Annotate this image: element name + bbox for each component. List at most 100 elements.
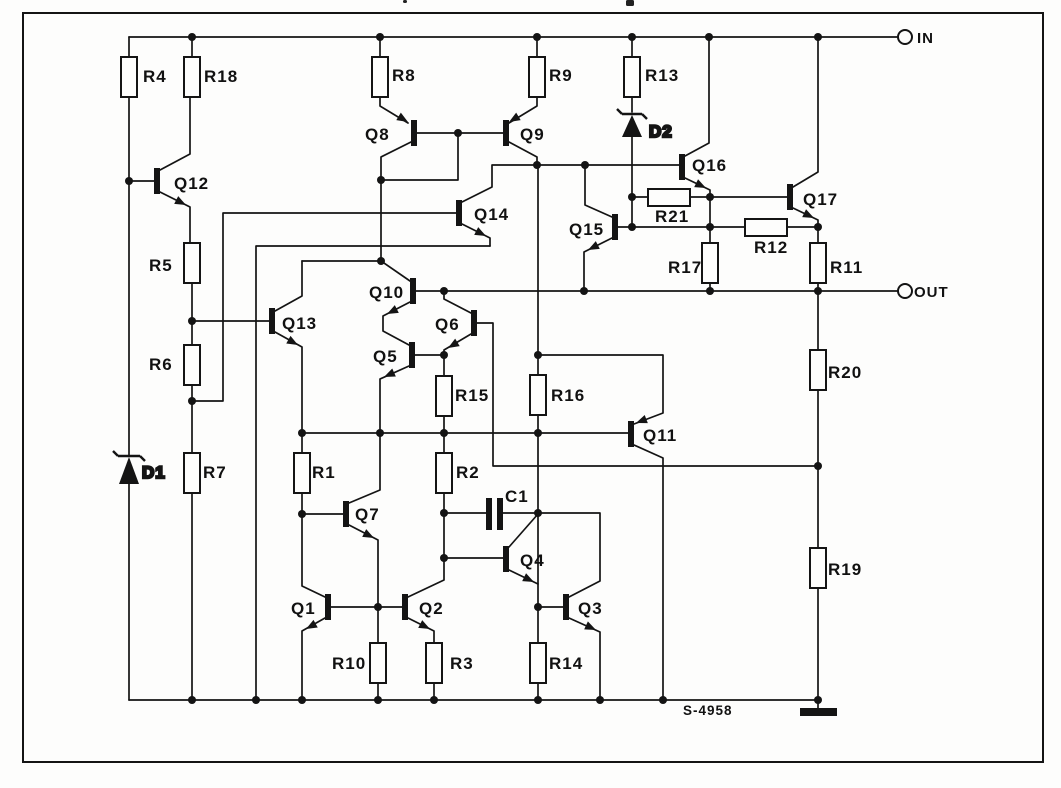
emitter-arrow <box>448 338 460 348</box>
wire-q6-base-run <box>476 322 819 467</box>
junction-dot <box>440 287 448 295</box>
wire-q7-collector <box>348 432 381 504</box>
wire-q7-emitter <box>348 524 379 608</box>
wire-base-node-link <box>380 132 459 181</box>
transistor-Q9: Q9 <box>503 120 544 146</box>
label-Q17: Q17 <box>803 190 838 209</box>
resistor-body-R8 <box>371 56 389 98</box>
resistor-body-R1 <box>293 452 311 494</box>
resistor-body-R21 <box>647 188 691 207</box>
label-Q16: Q16 <box>692 156 727 175</box>
zener-hook-D2 <box>616 108 623 115</box>
wire-q15-collector <box>584 164 613 218</box>
anode-triangle-D2 <box>622 115 642 137</box>
label-Q3: Q3 <box>578 599 603 618</box>
resistor-R10: R10 <box>332 642 387 684</box>
label-R15: R15 <box>455 386 489 405</box>
junction-dot <box>188 696 196 704</box>
junction-dot <box>533 161 541 169</box>
wire-q1-emitter <box>301 617 326 701</box>
wire-q11-emitter-run <box>537 354 664 425</box>
resistor-R16: R16 <box>529 374 585 416</box>
junction-dot <box>706 223 714 231</box>
junction-dot <box>188 397 196 405</box>
wire-q17-collector <box>792 36 819 188</box>
label-R3: R3 <box>450 654 474 673</box>
wire-q12-emitter <box>159 191 191 244</box>
resistor-R12: R12 <box>744 218 788 257</box>
transistor-Q11: Q11 <box>628 421 676 447</box>
wire-q2-emitter <box>407 617 435 644</box>
resistor-R17: R17 <box>668 242 719 284</box>
junction-dot <box>377 176 385 184</box>
base-bar-Q2 <box>402 594 408 620</box>
emitter-arrow <box>306 619 318 629</box>
wire-q3-emitter <box>568 617 601 701</box>
emitter-arrow <box>362 529 374 538</box>
label-out-terminal: OUT <box>914 284 949 301</box>
resistor-R13: R13 <box>623 56 679 98</box>
junction-dot <box>659 696 667 704</box>
base-bar-Q10 <box>410 278 416 304</box>
label-R13: R13 <box>645 66 679 85</box>
emitter-arrow <box>396 112 408 122</box>
drawing-number: S-4958 <box>683 703 733 718</box>
zener-hook-D2 <box>641 113 648 120</box>
resistor-R4: R4 <box>120 56 166 98</box>
wire-q5-emitter <box>379 365 410 434</box>
label-R8: R8 <box>392 66 416 85</box>
junction-dot <box>454 129 462 137</box>
label-R11: R11 <box>830 258 863 277</box>
junction-dot <box>814 462 822 470</box>
wire-q12-collector <box>159 96 191 171</box>
transistor-Q3: Q3 <box>563 594 603 620</box>
label-Q7: Q7 <box>355 505 380 524</box>
emitter-arrow <box>384 368 396 377</box>
resistor-R21: R21 <box>647 188 691 226</box>
label-R12: R12 <box>754 238 788 257</box>
junction-dot <box>374 696 382 704</box>
transistor-Q15: Q15 <box>569 214 618 240</box>
resistor-body-R9 <box>528 56 546 98</box>
label-R16: R16 <box>551 386 585 405</box>
label-R6: R6 <box>149 355 173 374</box>
wire-q14-collector <box>461 164 538 203</box>
base-bar-Q5 <box>409 342 415 368</box>
label-R1: R1 <box>312 463 336 482</box>
zener-diode-D2: D2 <box>616 108 673 142</box>
resistor-body-R14 <box>529 642 547 684</box>
junction-dot <box>580 287 588 295</box>
resistor-R3: R3 <box>425 642 474 684</box>
junction-dot <box>814 696 822 704</box>
resistor-R15: R15 <box>435 375 489 417</box>
emitter-arrow <box>509 112 521 122</box>
resistor-body-R15 <box>435 375 453 417</box>
resistor-R5: R5 <box>149 242 201 284</box>
label-R9: R9 <box>549 66 573 85</box>
resistor-body-R11 <box>809 242 827 284</box>
base-bar-Q14 <box>456 200 462 226</box>
wire-q3-collector <box>537 512 601 598</box>
junction-dot <box>596 696 604 704</box>
junction-dot <box>440 351 448 359</box>
base-bar-Q6 <box>471 310 477 336</box>
transistor-Q2: Q2 <box>402 594 443 620</box>
resistor-R8: R8 <box>371 56 416 98</box>
junction-dot <box>188 317 196 325</box>
base-bar-Q11 <box>628 421 634 447</box>
transistor-Q17: Q17 <box>787 184 838 210</box>
wire-q14-base-run <box>191 212 457 402</box>
resistor-body-R3 <box>425 642 443 684</box>
junction-dot <box>534 429 542 437</box>
base-bar-Q17 <box>787 184 793 210</box>
resistor-body-R18 <box>183 56 201 98</box>
resistor-body-R6 <box>183 344 201 386</box>
resistor-body-R16 <box>529 374 547 416</box>
capacitor-C1: C1 <box>486 487 528 530</box>
junction-dot <box>706 193 714 201</box>
label-R21: R21 <box>655 207 689 226</box>
wire-rail-246 <box>255 245 491 701</box>
resistor-body-R5 <box>183 242 201 284</box>
